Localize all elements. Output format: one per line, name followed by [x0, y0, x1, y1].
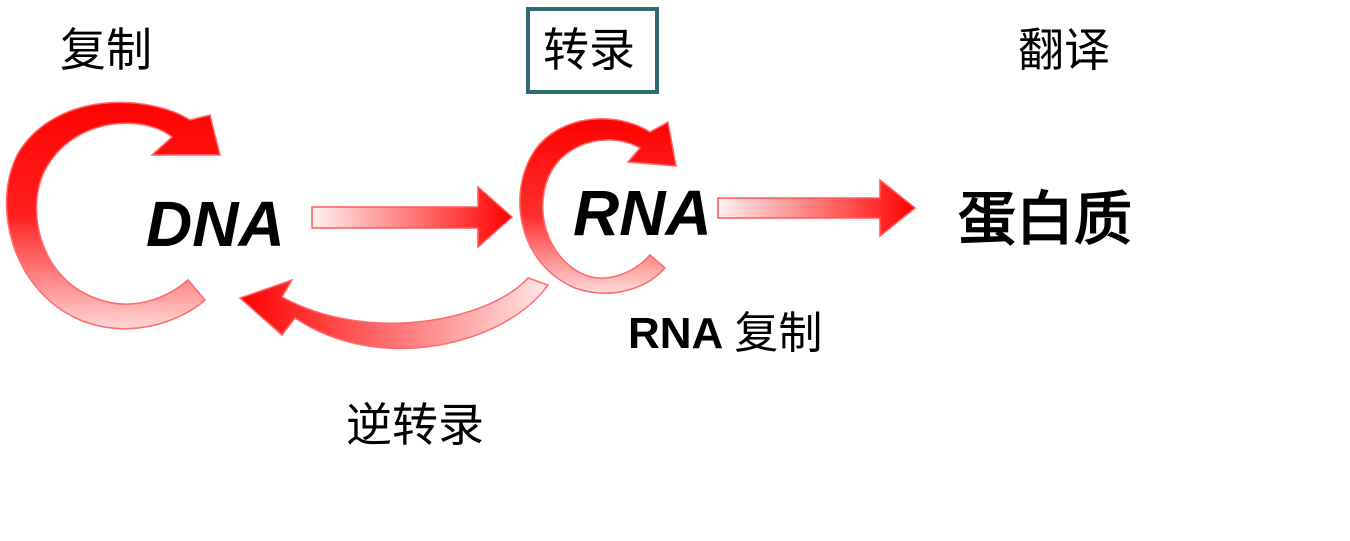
replication-loop-arrow	[5, 101, 221, 330]
transcription-label: 转录	[543, 23, 635, 77]
translation-arrow	[717, 178, 917, 238]
reverse-transcription-label: 逆转录	[346, 398, 484, 452]
reverse-transcription-arrow	[238, 277, 550, 350]
rna-replication-label-zh: 复制	[734, 308, 823, 359]
rna-replication-label: RNA 复制	[628, 312, 822, 356]
protein-label: 蛋白质	[958, 185, 1133, 253]
rna-label: RNA	[573, 177, 712, 249]
transcription-highlight-box	[526, 7, 659, 94]
rna-replication-label-en: RNA	[628, 309, 724, 358]
transcription-arrow	[311, 185, 514, 249]
dna-label: DNA	[146, 188, 285, 260]
replication-label: 复制	[60, 23, 152, 77]
rna-replication-loop-arrow	[519, 118, 677, 294]
translation-label: 翻译	[1018, 23, 1110, 77]
